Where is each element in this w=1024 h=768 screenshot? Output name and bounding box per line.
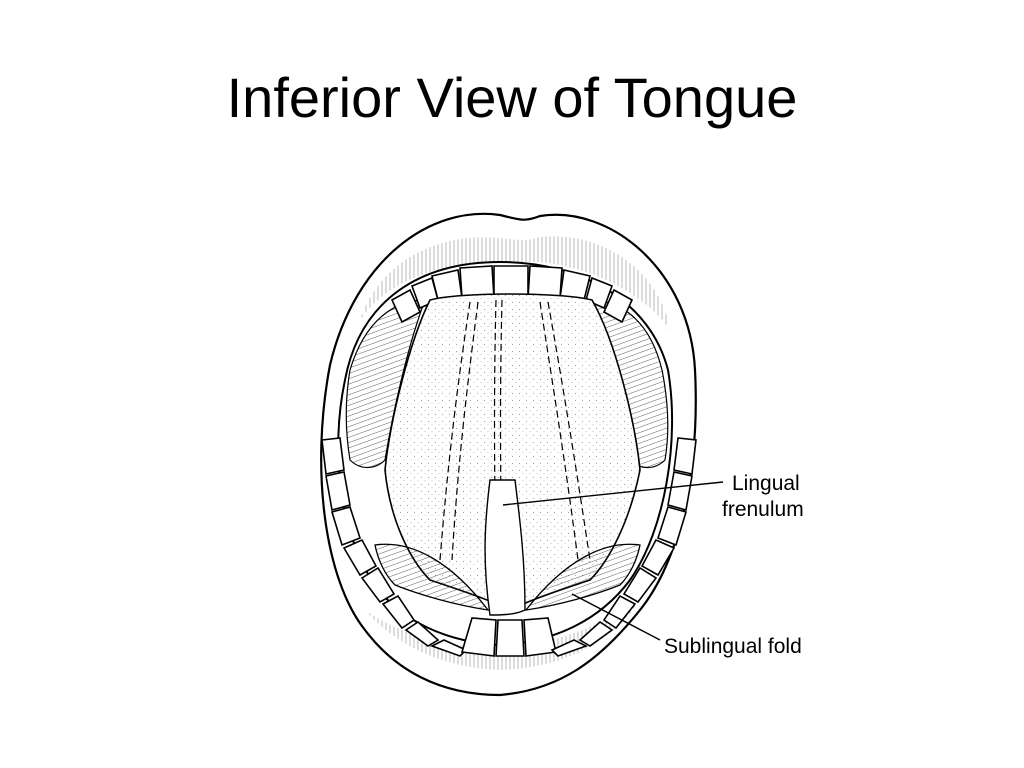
sublingual-fold-left: [374, 543, 490, 611]
lingual-frenulum: [484, 479, 526, 616]
slide-title: Inferior View of Tongue: [226, 66, 798, 129]
lower-lip-texture: [365, 600, 640, 670]
lingual-frenulum-label-line1: Lingual: [732, 472, 800, 495]
sublingual-fold-leader: [571, 593, 661, 641]
sublingual-fold-label: Sublingual fold: [664, 635, 802, 658]
tongue-stipple: [385, 294, 640, 610]
sublingual-fold-right: [524, 543, 641, 611]
lingual-frenulum-label-line2: frenulum: [722, 498, 804, 521]
upper-lip-texture: [360, 236, 670, 330]
lower-teeth: [321, 437, 697, 657]
lingual-frenulum-leader: [502, 481, 724, 506]
